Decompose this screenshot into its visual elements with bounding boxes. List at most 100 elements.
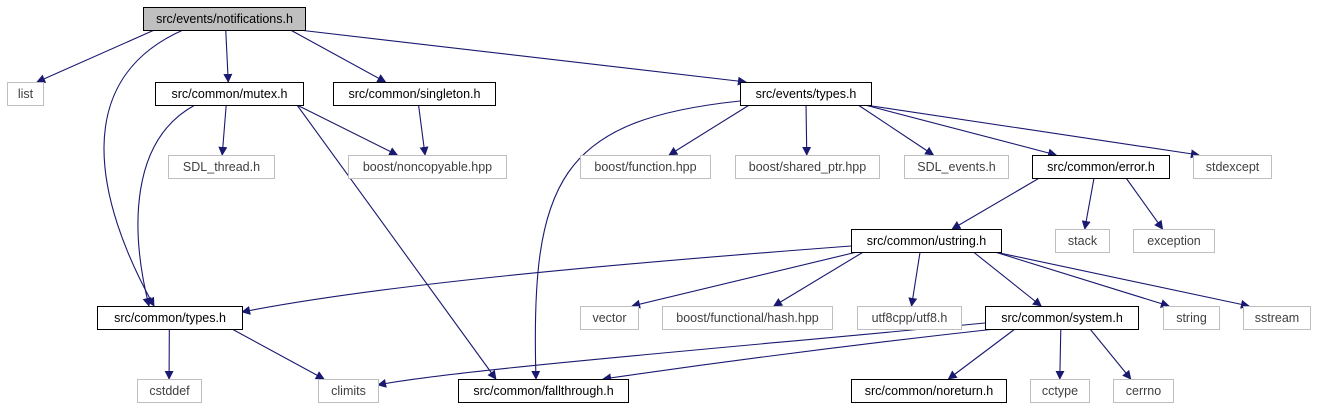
node-box (1055, 229, 1110, 253)
node-label: src/common/types.h (114, 311, 226, 325)
node-label: SDL_events.h (917, 160, 996, 174)
node-label: boost/function.hpp (594, 160, 696, 174)
node-hash: boost/functional/hash.hpp (662, 306, 833, 330)
node-mutex[interactable]: src/common/mutex.h (155, 82, 304, 106)
node-common-types[interactable]: src/common/types.h (97, 306, 243, 330)
node-events-types[interactable]: src/events/types.h (740, 82, 872, 106)
edge-ustring-to-sstream (994, 251, 1250, 309)
edge-path (290, 29, 387, 83)
edge-path (296, 104, 497, 380)
node-sdl-thread: SDL_thread.h (168, 155, 275, 179)
node-list: list (7, 82, 44, 106)
node-box (1113, 379, 1174, 403)
edge-path (103, 29, 184, 307)
edge-path (994, 251, 1250, 309)
node-cctype: cctype (1030, 379, 1090, 403)
node-label: boost/noncopyable.hpp (363, 160, 492, 174)
edge-path (973, 251, 1042, 307)
node-noncopyable: boost/noncopyable.hpp (348, 155, 507, 179)
edge-path (773, 251, 864, 307)
node-system[interactable]: src/common/system.h (985, 306, 1139, 330)
node-label: src/events/types.h (756, 87, 857, 101)
node-box (97, 306, 243, 330)
node-box (1243, 306, 1311, 330)
node-sstream: sstream (1243, 306, 1311, 330)
node-box (1032, 155, 1170, 179)
node-label: src/common/ustring.h (867, 234, 987, 248)
edge-path (947, 328, 1016, 380)
node-box (735, 155, 880, 179)
node-label: src/common/fallthrough.h (473, 384, 613, 398)
edge-ustring-to-hash (773, 251, 864, 307)
edge-system-to-cerrno (1089, 328, 1132, 380)
node-label: climits (331, 384, 366, 398)
node-vector: vector (580, 306, 639, 330)
edge-path (223, 29, 233, 83)
node-label: stack (1068, 234, 1098, 248)
node-box (137, 379, 202, 403)
edge-ustring-to-common_types (241, 245, 852, 315)
node-ustring[interactable]: src/common/ustring.h (851, 229, 1002, 253)
edge-notifications-to-events_types (298, 29, 747, 86)
node-singleton[interactable]: src/common/singleton.h (333, 82, 496, 106)
node-string: string (1163, 306, 1220, 330)
node-box (857, 306, 962, 330)
edge-events_types-to-error (864, 104, 1058, 158)
edge-system-to-fallthrough (602, 328, 996, 383)
edge-error-to-exception (1125, 177, 1164, 230)
node-label: stdexcept (1206, 160, 1260, 174)
node-exception: exception (1133, 229, 1215, 253)
node-box (348, 155, 507, 179)
edge-path (1055, 328, 1065, 380)
edge-path (951, 177, 1040, 230)
node-box (333, 82, 496, 106)
node-label: cerrno (1126, 384, 1161, 398)
node-box (1163, 306, 1220, 330)
edge-path (531, 100, 741, 380)
node-box (458, 379, 629, 403)
edge-error-to-stack (1081, 177, 1095, 230)
node-label: src/common/mutex.h (171, 87, 287, 101)
edge-events_types-to-sdl_events (857, 104, 935, 156)
node-label: SDL_thread.h (183, 160, 260, 174)
node-label: exception (1147, 234, 1201, 248)
node-utf8: utf8cpp/utf8.h (857, 306, 962, 330)
node-box (7, 82, 44, 106)
edge-singleton-to-noncopyable (418, 104, 429, 156)
edge-mutex-to-fallthrough (296, 104, 497, 380)
edge-notifications-to-common_types (103, 29, 184, 307)
node-fallthrough[interactable]: src/common/fallthrough.h (458, 379, 629, 403)
edge-path (137, 104, 196, 307)
edge-path (994, 251, 1170, 308)
node-label: vector (592, 311, 626, 325)
node-label: src/common/noreturn.h (865, 384, 994, 398)
edge-system-to-noreturn (947, 328, 1016, 380)
edge-path (377, 322, 986, 388)
node-box (851, 229, 1002, 253)
edge-path (668, 104, 750, 156)
edge-path (864, 104, 1058, 158)
edge-ustring-to-system (973, 251, 1042, 307)
edge-path (1089, 328, 1132, 380)
node-noreturn[interactable]: src/common/noreturn.h (851, 379, 1007, 403)
edge-system-to-cctype (1055, 328, 1065, 380)
node-error[interactable]: src/common/error.h (1032, 155, 1170, 179)
node-cstddef: cstddef (137, 379, 202, 403)
edge-mutex-to-common_types (137, 104, 196, 307)
node-label: cctype (1042, 384, 1078, 398)
edge-events_types-to-shared_ptr (802, 104, 812, 156)
edge-events_types-to-fallthrough (531, 100, 741, 380)
edge-notifications-to-list (36, 29, 155, 83)
node-box (143, 7, 306, 31)
node-box (168, 155, 275, 179)
edge-path (631, 251, 858, 309)
node-label: sstream (1255, 311, 1299, 325)
node-label: src/common/system.h (1001, 311, 1123, 325)
node-box (155, 82, 304, 106)
edge-path (231, 328, 325, 380)
edge-events_types-to-function (668, 104, 750, 156)
edge-path (298, 29, 747, 86)
edge-notifications-to-singleton (290, 29, 387, 83)
node-notifications[interactable]: src/events/notifications.h (143, 7, 306, 31)
